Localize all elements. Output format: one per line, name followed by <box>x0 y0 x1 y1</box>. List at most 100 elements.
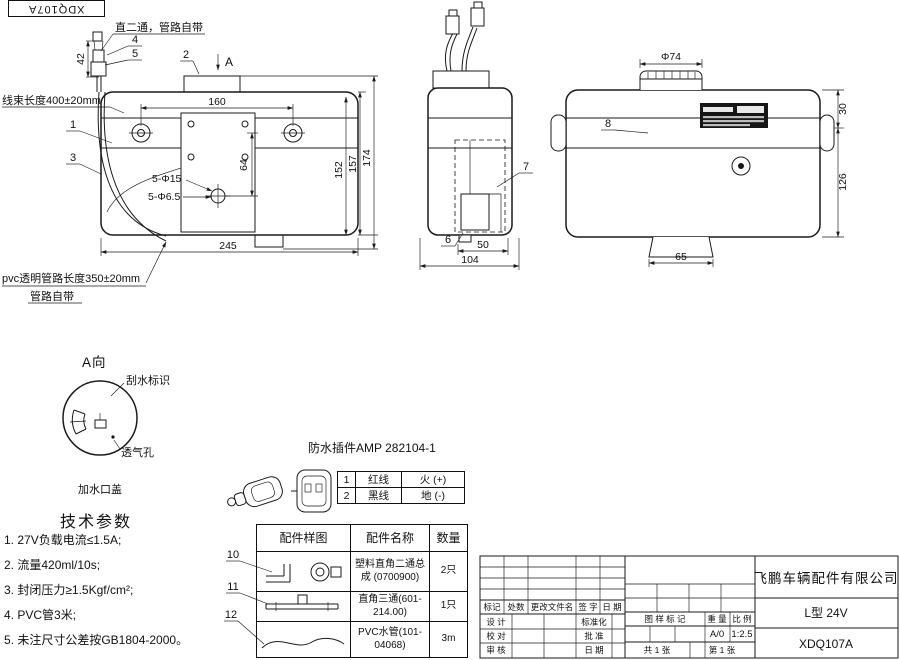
part-number-stamp: XDQ107A <box>8 0 105 17</box>
part-sample-cell <box>256 621 351 658</box>
rear-view <box>550 70 835 258</box>
tb-mark-label: 图 样 标 记 <box>644 614 686 624</box>
side-view <box>427 1 513 243</box>
dim-holes-15: 5-Φ15 <box>152 173 182 185</box>
dim-152: 152 <box>333 161 345 179</box>
view-a-drawing <box>62 380 138 456</box>
pin-row: 2 黑线 地 (-) <box>337 487 465 504</box>
dim-126: 126 <box>837 173 849 191</box>
dim-65: 65 <box>675 251 687 263</box>
part-sample-cell <box>256 551 351 592</box>
view-a-wiper-label: 刮水标识 <box>126 373 170 387</box>
dim-160: 160 <box>208 96 226 108</box>
dim-holes-65: 5-Φ6.5 <box>148 191 180 203</box>
annotation-pvc-note: 管路自带 <box>30 289 74 303</box>
callout-2: 2 <box>183 49 189 61</box>
callout-11: 11 <box>227 581 238 593</box>
pin-wire-color: 红线 <box>355 471 402 488</box>
section-label-a: A <box>225 55 233 69</box>
tech-param-4: 4. PVC管3米; <box>4 607 76 622</box>
callout-7: 7 <box>523 161 529 173</box>
pin-polarity: 火 (+) <box>401 471 465 488</box>
dim-64: 64 <box>238 159 250 171</box>
part-name: 塑料直角二通总成 (0700900) <box>350 551 430 592</box>
annotation-pvc-length: pvc透明管路长度350±20mm <box>2 271 140 285</box>
connector-pin-table: 1 红线 火 (+) 2 黑线 地 (-) <box>337 471 465 504</box>
pin-row: 1 红线 火 (+) <box>337 471 465 488</box>
pin-polarity: 地 (-) <box>401 487 465 504</box>
view-a-cap-label: 加水口盖 <box>78 482 122 496</box>
tb-review: 审 核 <box>486 645 506 655</box>
tech-params-title: 技术参数 <box>60 513 132 531</box>
callout-5: 5 <box>132 48 138 60</box>
parts-table-header: 配件样图 配件名称 数量 <box>256 524 468 552</box>
drawing-text: 直二通，管路自带 线束长度400±20mm pvc透明管路长度350±20mm … <box>2 20 899 655</box>
callout-8: 8 <box>605 118 611 130</box>
tb-rev-date: 日 期 <box>602 602 621 612</box>
view-a-title: A向 <box>82 355 107 370</box>
callout-3: 3 <box>70 152 76 164</box>
callout-6: 6 <box>445 234 451 246</box>
dim-30: 30 <box>837 103 849 115</box>
dim-50: 50 <box>477 239 489 251</box>
tb-sheet-total: 共 1 张 <box>644 645 671 655</box>
parts-col-name: 配件名称 <box>350 524 430 552</box>
tb-model: L型 24V <box>804 606 847 620</box>
dim-74: Φ74 <box>661 51 681 63</box>
tech-param-5: 5. 未注尺寸公差按GB1804-2000。 <box>4 632 188 647</box>
tb-scale-value: 1:2.5 <box>731 629 752 640</box>
front-view-dimensions <box>2 33 378 304</box>
tech-param-2: 2. 流量420ml/10s; <box>4 558 100 572</box>
rear-view-dimensions <box>601 59 844 267</box>
parts-row: PVC水管(101-04068) 3m <box>256 621 468 658</box>
annotation-harness-length: 线束长度400±20mm <box>2 93 101 107</box>
tb-rev-count: 处数 <box>507 602 525 612</box>
tb-date: 日 期 <box>584 645 603 655</box>
parts-row: 塑料直角二通总成 (0700900) 2只 <box>256 551 468 592</box>
pin-number: 1 <box>337 471 356 488</box>
tb-rev-sign: 签 字 <box>578 602 597 612</box>
part-number-stamp-text: XDQ107A <box>28 2 85 15</box>
dim-157: 157 <box>347 155 359 173</box>
front-view <box>90 31 359 248</box>
callout-4: 4 <box>132 34 138 46</box>
callout-12: 12 <box>225 609 237 621</box>
callout-1: 1 <box>70 119 76 131</box>
tb-weight-label: 重 量 <box>707 614 727 624</box>
tb-design: 设 计 <box>486 617 506 627</box>
dim-245: 245 <box>219 240 237 252</box>
parts-table: 配件样图 配件名称 数量 塑料直角二通总成 (0700900) 2只 直角三通(… <box>256 524 468 658</box>
pin-number: 2 <box>337 487 356 504</box>
tb-rev-doc: 更改文件名 <box>531 602 574 612</box>
dim-42: 42 <box>75 53 87 65</box>
part-sample-cell <box>256 591 351 622</box>
tb-scale-label: 比 例 <box>732 614 751 624</box>
part-qty: 1只 <box>429 591 468 622</box>
part-name: PVC水管(101-04068) <box>350 621 430 658</box>
title-block-grid <box>479 555 899 659</box>
part-qty: 2只 <box>429 551 468 592</box>
side-view-dimensions <box>419 172 533 270</box>
dim-104: 104 <box>461 254 479 266</box>
tb-proofread: 校 对 <box>486 631 506 641</box>
dim-174: 174 <box>361 149 373 167</box>
tb-company-name: 飞鹏车辆配件有限公司 <box>754 570 899 586</box>
part-name: 直角三通(601-214.00) <box>350 591 430 622</box>
tech-param-3: 3. 封闭压力≥1.5Kgf/cm²; <box>4 583 133 597</box>
callout-10: 10 <box>227 549 239 561</box>
annotation-straight-tee: 直二通，管路自带 <box>115 20 203 34</box>
view-a-vent-label: 透气孔 <box>121 445 154 459</box>
connector-title: 防水插件AMP 282104-1 <box>308 440 436 455</box>
tb-drawing-number: XDQ107A <box>799 637 853 651</box>
parts-row: 直角三通(601-214.00) 1只 <box>256 591 468 622</box>
pin-wire-color: 黑线 <box>355 487 402 504</box>
tb-sheet-no: 第 1 张 <box>709 645 736 655</box>
tb-rev-mark: 标记 <box>483 602 501 612</box>
parts-col-sample: 配件样图 <box>256 524 351 552</box>
part-qty: 3m <box>429 621 468 658</box>
connector-drawing <box>227 469 332 513</box>
tb-approve: 批 准 <box>584 631 604 641</box>
tech-param-1: 1. 27V负载电流≤1.5A; <box>4 533 121 547</box>
